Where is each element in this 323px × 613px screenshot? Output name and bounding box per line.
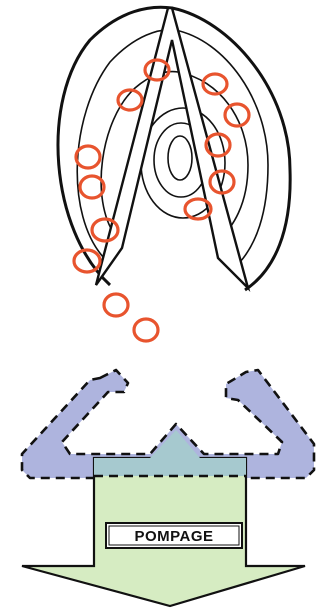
- contour-inner: [168, 136, 192, 180]
- bubble: [104, 294, 128, 316]
- bubble: [134, 319, 158, 341]
- bubble: [225, 104, 249, 126]
- bubble: [80, 176, 104, 198]
- bubble: [76, 146, 100, 168]
- pump-label: POMPAGE: [134, 528, 213, 545]
- bubble: [74, 250, 100, 272]
- wedge: [96, 8, 248, 288]
